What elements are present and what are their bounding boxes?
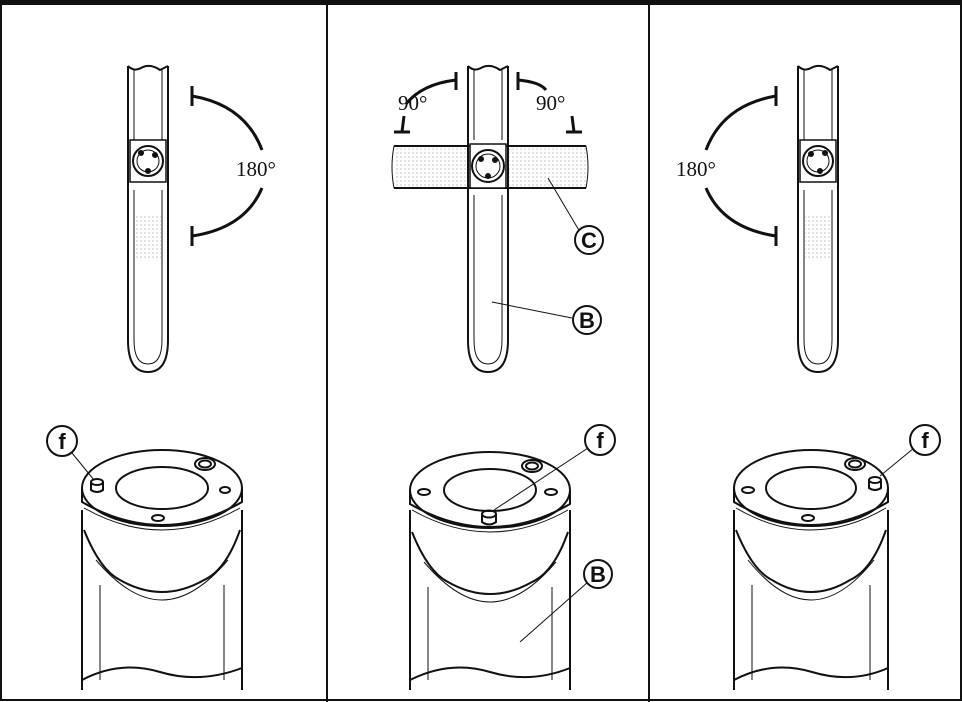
callout-b-bottom: B [519,559,613,643]
panel-middle: 90° 90° C B [391,64,616,690]
angle-label-right: 90° [536,91,565,115]
arm-b-top-view [467,64,509,374]
panel-left: 180° f [46,64,276,690]
callout-f-middle: f [493,424,616,511]
panel-right: 180° f [676,64,941,690]
svg-text:f: f [58,429,66,454]
svg-text:B: B [579,308,595,333]
mount-base-middle [409,451,571,690]
svg-text:f: f [921,428,929,453]
rotation-arc-90-left [394,72,458,134]
svg-text:B: B [590,562,606,587]
rotation-arc-180-right [704,86,778,246]
callout-c: C [547,177,604,255]
callout-f-left: f [46,425,95,481]
angle-label-left: 90° [398,91,427,115]
mount-base-left [81,449,243,690]
rotation-arc-90-right [516,72,582,134]
svg-text:f: f [596,428,604,453]
arm-top-view-right [797,64,839,374]
callout-b-top: B [491,301,602,335]
svg-text:C: C [581,228,597,253]
mount-base-right [733,449,889,690]
arm-top-view-left [127,64,169,374]
callout-f-right: f [879,424,941,477]
angle-label: 180° [236,157,276,181]
rotation-arc-180-left [190,86,264,246]
angle-label: 180° [676,157,716,181]
